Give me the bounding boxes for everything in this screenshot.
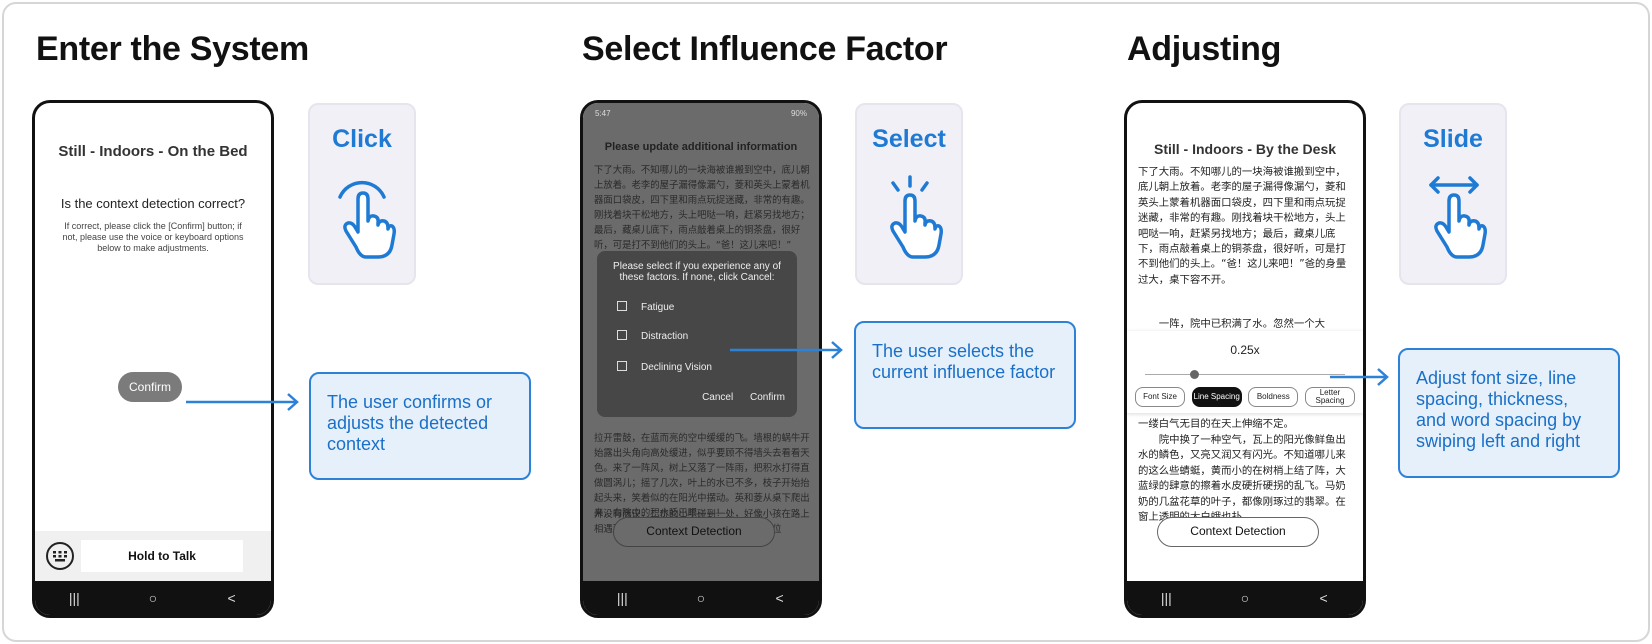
checkbox[interactable] <box>617 301 627 311</box>
recents-icon[interactable]: ||| <box>1160 590 1172 606</box>
reading-text-middle: 拉开雷鼓，在蓝而亮的空中缓缓的飞。墙根的蜗牛开始露出头角向高处缓进，似乎要顾不得… <box>594 433 810 519</box>
context-title: Still - Indoors - By the Desk <box>1153 141 1337 157</box>
slider-value: 0.25x <box>1230 343 1260 357</box>
option-distraction[interactable]: Distraction <box>617 330 688 342</box>
android-nav-bar: ||| ○ < <box>583 581 819 615</box>
arrow-to-callout-2 <box>730 341 843 359</box>
reading-text-cut: 一阵，院中已积满了水。忽然一个大 <box>1158 318 1326 330</box>
home-icon[interactable]: ○ <box>148 590 158 606</box>
arrow-to-callout-1 <box>186 393 299 411</box>
tap-hand-icon <box>338 180 396 259</box>
adjust-tabs: Font Size Line Spacing Boldness Letter S… <box>1135 387 1355 407</box>
action-card-click: Click <box>308 103 416 285</box>
home-icon[interactable]: ○ <box>696 590 706 606</box>
heading-adjusting: Adjusting <box>1127 30 1282 68</box>
heading-enter-system: Enter the System <box>36 30 309 68</box>
reading-text-top: 下了大雨。不知哪儿的一块海被谁搬到空中，底儿朝上放着。老李的屋子漏得像漏勺，菱和… <box>1138 166 1347 286</box>
adjust-panel: 0.25x Font Size Line Spacing Boldness Le… <box>1127 331 1363 413</box>
tab-letter-spacing[interactable]: Letter Spacing <box>1304 387 1355 407</box>
checkbox[interactable] <box>617 330 627 340</box>
slider-track[interactable] <box>1145 374 1345 375</box>
status-bar: 5:47 90% <box>595 109 807 118</box>
reading-text-bottom: 院中换了一种空气，瓦上的阳光像鲜鱼出水的鳞色，又亮又润又有闪光。不知道哪儿来的这… <box>1138 434 1346 524</box>
status-battery: 90% <box>790 109 807 118</box>
android-nav-bar: ||| ○ < <box>1127 581 1363 615</box>
back-icon[interactable]: < <box>775 590 784 606</box>
context-detection-button[interactable]: Context Detection <box>1157 517 1319 547</box>
option-declining-vision[interactable]: Declining Vision <box>617 361 712 373</box>
reading-text-top: 下了大雨。不知哪儿的一块海被谁搬到空中，底儿朝上放着。老李的屋子漏得像漏勺，菱和… <box>594 165 810 251</box>
home-icon[interactable]: ○ <box>1240 590 1250 606</box>
factor-dialog: Please select if you experience any of t… <box>597 251 797 417</box>
tab-boldness[interactable]: Boldness <box>1248 387 1299 407</box>
callout-select: The user selects the current influence f… <box>854 321 1076 429</box>
action-card-slide: Slide <box>1399 103 1507 285</box>
voice-bar: Hold to Talk <box>35 531 271 581</box>
action-card-select: Select <box>855 103 963 285</box>
phone-select-factor: 5:47 90% Please update additional inform… <box>580 100 822 618</box>
status-time: 5:47 <box>595 109 611 118</box>
option-fatigue[interactable]: Fatigue <box>617 301 674 313</box>
card-label: Select <box>872 125 946 153</box>
back-icon[interactable]: < <box>1319 590 1328 606</box>
arrow-to-callout-3 <box>1330 368 1389 386</box>
tab-line-spacing[interactable]: Line Spacing <box>1191 387 1242 407</box>
update-info-title: Please update additional information <box>604 141 798 153</box>
keyboard-icon[interactable] <box>46 542 74 570</box>
reading-text-line: 一缕白气无目的在天上伸缩不定。 <box>1138 418 1294 430</box>
dialog-buttons: Cancel Confirm <box>688 392 785 403</box>
callout-adjust: Adjust font size, line spacing, thicknes… <box>1398 348 1620 478</box>
checkbox[interactable] <box>617 361 627 371</box>
android-nav-bar: ||| ○ < <box>35 581 271 615</box>
dialog-title: Please select if you experience any of t… <box>613 261 781 283</box>
card-label: Click <box>332 125 392 153</box>
recents-icon[interactable]: ||| <box>616 590 628 606</box>
slider-knob[interactable] <box>1190 370 1199 379</box>
card-label: Slide <box>1423 125 1483 153</box>
dialog-confirm-button[interactable]: Confirm <box>749 392 785 403</box>
swipe-hand-icon <box>1429 176 1487 259</box>
context-title: Still - Indoors - On the Bed <box>58 143 248 160</box>
callout-confirm: The user confirms or adjusts the detecte… <box>309 372 531 480</box>
heading-select-influence: Select Influence Factor <box>582 30 948 68</box>
back-icon[interactable]: < <box>227 590 236 606</box>
confirm-button[interactable]: Confirm <box>118 372 182 402</box>
context-question: Is the context detection correct? <box>60 196 246 211</box>
phone-enter-system: Still - Indoors - On the Bed Is the cont… <box>32 100 274 618</box>
recents-icon[interactable]: ||| <box>68 590 80 606</box>
select-hand-icon <box>890 175 943 259</box>
context-detection-button[interactable]: Context Detection <box>613 517 775 547</box>
cancel-button[interactable]: Cancel <box>702 392 734 403</box>
phone-adjusting: Still - Indoors - By the Desk 下了大雨。不知哪儿的… <box>1124 100 1366 618</box>
context-hint: If correct, please click the [Confirm] b… <box>62 221 244 253</box>
hold-to-talk-button[interactable]: Hold to Talk <box>81 540 243 572</box>
tab-font-size[interactable]: Font Size <box>1135 387 1185 407</box>
